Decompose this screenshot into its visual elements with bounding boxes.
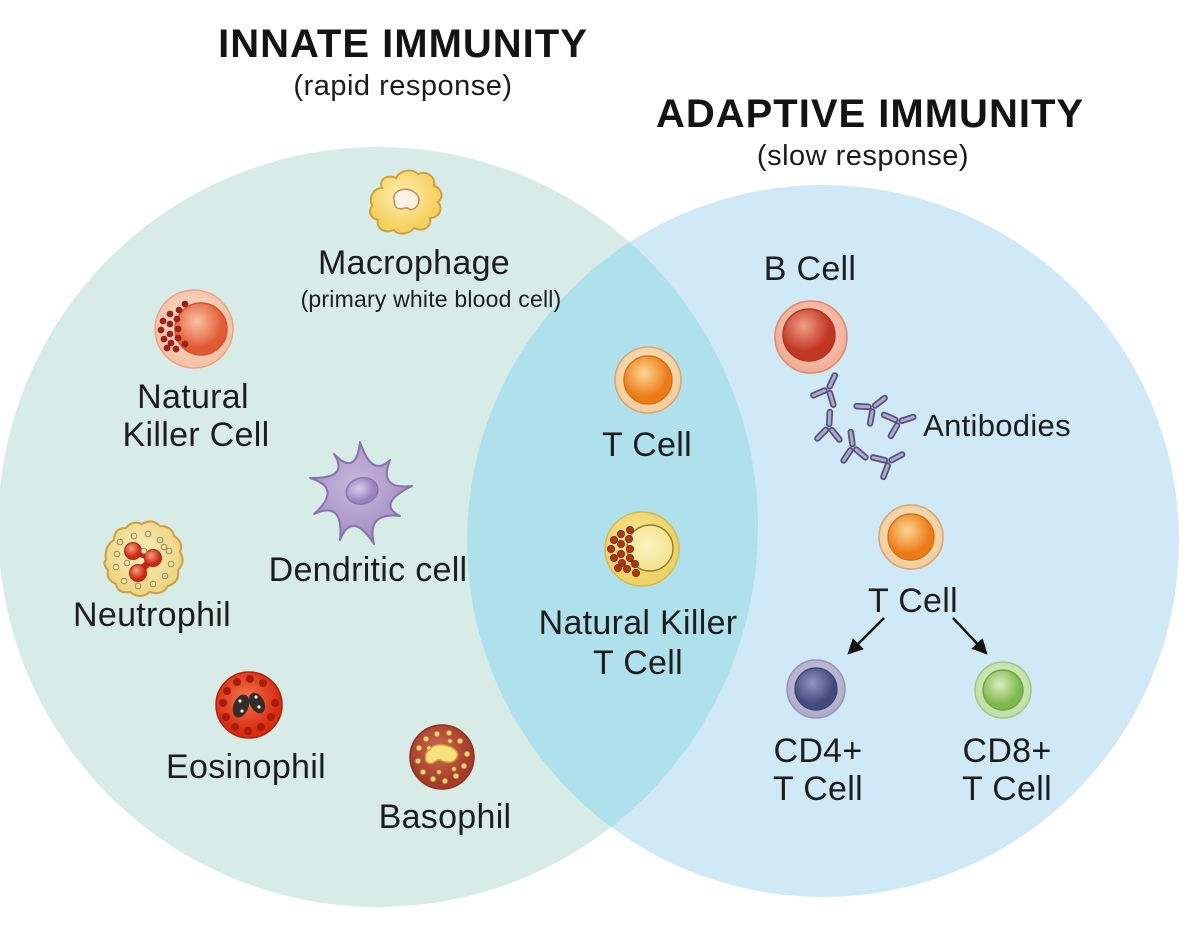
t-cell-differentiation-arrows bbox=[847, 617, 988, 655]
b-cell-icon bbox=[774, 300, 848, 374]
t-cell-overlap-label: T Cell bbox=[602, 426, 692, 464]
natural-killer-t-cell-label-line2: T Cell bbox=[593, 644, 683, 682]
natural-killer-t-cell-label-line1: Natural Killer bbox=[538, 604, 738, 642]
t-cell-adaptive-icon bbox=[878, 504, 944, 570]
natural-killer-t-cell-icon bbox=[604, 511, 680, 587]
cd4-t-cell-label-line2: T Cell bbox=[773, 770, 863, 808]
dendritic-cell-icon bbox=[309, 441, 413, 545]
natural-killer-cell-label-line2: Killer Cell bbox=[122, 416, 270, 454]
cd4-t-cell-icon bbox=[786, 659, 846, 719]
b-cell-label: B Cell bbox=[763, 250, 857, 288]
cd8-t-cell-label-line2: T Cell bbox=[962, 770, 1052, 808]
adaptive-immunity-subtitle: (slow response) bbox=[756, 140, 970, 172]
antibodies-label: Antibodies bbox=[923, 408, 1071, 443]
t-cell-overlap-icon bbox=[614, 346, 682, 414]
neutrophil-label: Neutrophil bbox=[73, 596, 231, 634]
eosinophil-icon bbox=[215, 671, 283, 739]
neutrophil-icon bbox=[103, 520, 184, 597]
t-cell-adaptive-label: T Cell bbox=[868, 582, 958, 620]
eosinophil-label: Eosinophil bbox=[166, 748, 326, 786]
cd4-t-cell-label-line1: CD4+ bbox=[773, 732, 863, 770]
cd8-t-cell-icon bbox=[974, 661, 1032, 719]
cd8-t-cell-label-line1: CD8+ bbox=[962, 732, 1052, 770]
basophil-label: Basophil bbox=[378, 798, 512, 836]
dendritic-cell-label: Dendritic cell bbox=[268, 551, 468, 589]
natural-killer-cell-icon bbox=[154, 289, 234, 369]
macrophage-sublabel: (primary white blood cell) bbox=[300, 286, 562, 312]
innate-immunity-subtitle: (rapid response) bbox=[293, 70, 513, 102]
natural-killer-cell-label-line1: Natural bbox=[137, 378, 249, 416]
innate-immunity-title: INNATE IMMUNITY bbox=[218, 22, 588, 66]
macrophage-label: Macrophage bbox=[317, 244, 511, 282]
macrophage-icon bbox=[369, 169, 443, 235]
adaptive-immunity-title: ADAPTIVE IMMUNITY bbox=[655, 92, 1085, 136]
basophil-icon bbox=[409, 724, 475, 790]
